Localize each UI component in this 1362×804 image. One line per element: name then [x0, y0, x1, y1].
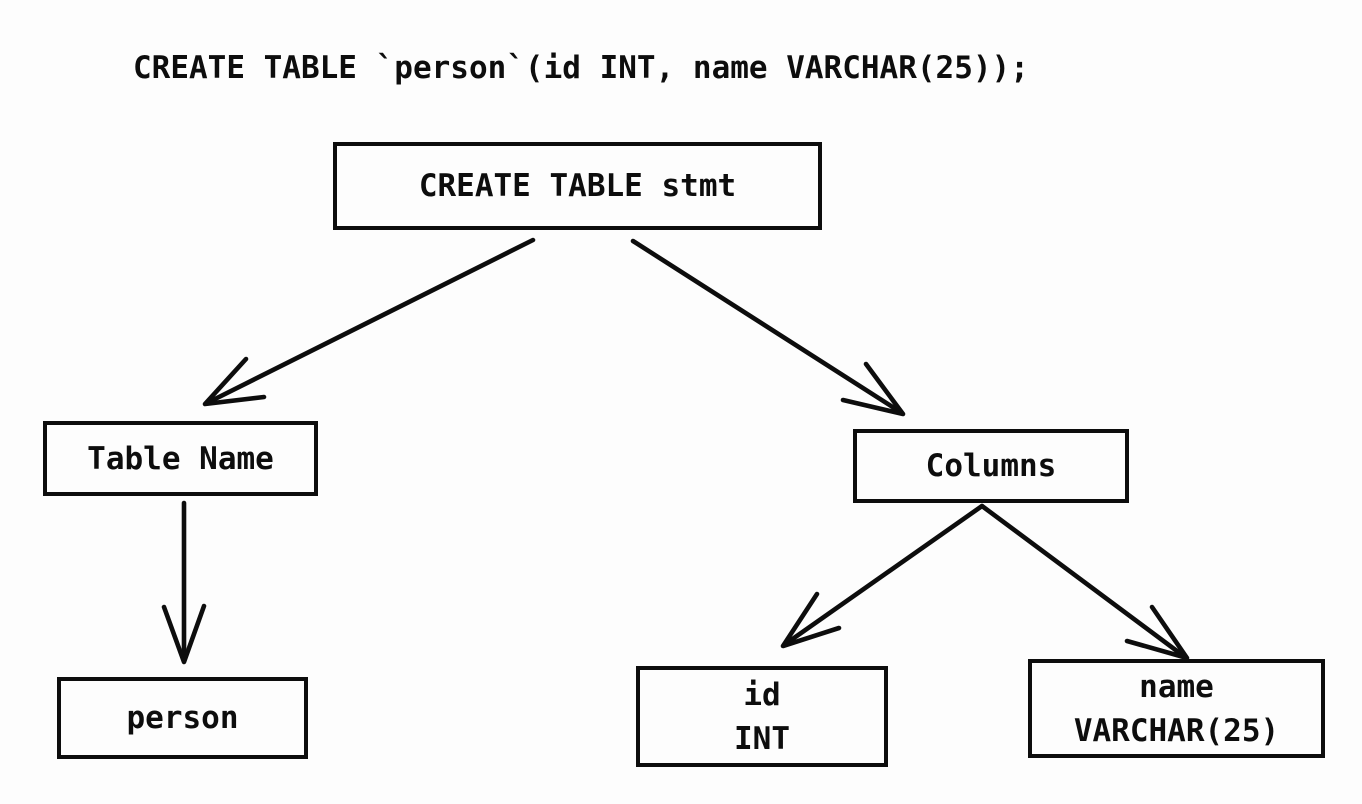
- node-column-name-name: name: [1139, 668, 1214, 705]
- edge-columns-to-name-arrow: [979, 503, 1190, 661]
- node-column-name-type: VARCHAR(25): [1073, 712, 1280, 749]
- node-table-name: Table Name: [43, 421, 318, 496]
- edge-stmt-to-table-name-arrow: [202, 237, 536, 407]
- node-person-label: person: [126, 700, 239, 736]
- node-column-id-type: INT: [734, 720, 790, 757]
- edge-stmt-to-columns-arrow: [630, 238, 906, 417]
- node-person: person: [57, 677, 308, 759]
- node-columns: Columns: [853, 429, 1129, 503]
- node-column-id-name: id: [743, 676, 781, 713]
- edge-columns-to-id-arrow: [780, 503, 985, 649]
- node-column-id: id INT: [636, 666, 888, 767]
- node-columns-label: Columns: [925, 448, 1057, 484]
- node-column-name: name VARCHAR(25): [1028, 659, 1325, 758]
- node-create-table-stmt-label: CREATE TABLE stmt: [418, 168, 737, 204]
- sql-statement-text: CREATE TABLE `person`(id INT, name VARCH…: [133, 50, 1029, 86]
- node-create-table-stmt: CREATE TABLE stmt: [333, 142, 822, 230]
- node-table-name-label: Table Name: [87, 440, 274, 477]
- edge-table-name-to-person-arrow: [161, 500, 207, 665]
